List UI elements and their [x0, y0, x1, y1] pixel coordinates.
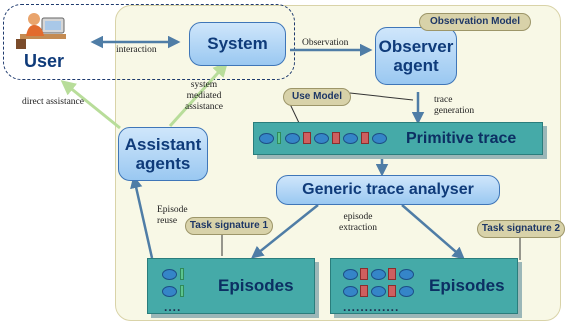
- episode-bar-glyph: [180, 268, 184, 280]
- episode-rect-glyph: [360, 268, 368, 280]
- episode-oval-glyph: [162, 269, 177, 280]
- episode-rect-glyph: [388, 285, 396, 297]
- trace-oval-glyph: [285, 133, 300, 144]
- primitive-trace-panel: Primitive trace: [253, 122, 543, 155]
- direct-assistance-label: direct assistance: [22, 97, 84, 107]
- user-label: User: [24, 51, 65, 71]
- person-at-desk-icon: [14, 8, 70, 50]
- episode-oval-glyph: [399, 286, 414, 297]
- episodes-right-label: Episodes: [429, 276, 505, 295]
- system-mediated-label: system mediated assistance: [185, 80, 223, 112]
- direct-assistance-arrow: [60, 80, 121, 130]
- generic-trace-analyser-node: Generic trace analyser: [276, 175, 500, 205]
- assistant-agents-node: Assistant agents: [118, 127, 208, 181]
- observer-agent-node: Observer agent: [375, 27, 457, 85]
- use-model-link-to-trace: [289, 103, 301, 126]
- task-signature-2-tag: Task signature 2: [477, 220, 565, 238]
- system-node: System: [189, 22, 286, 66]
- episode-bar-glyph: [180, 285, 184, 297]
- analyser-to-episodes-right-arrow: [401, 204, 465, 260]
- episode-oval-glyph: [162, 286, 177, 297]
- user-system-boundary: [3, 4, 295, 80]
- episode-oval-glyph: [343, 269, 358, 280]
- episode-oval-glyph: [343, 286, 358, 297]
- episodes-left-label: Episodes: [218, 276, 294, 295]
- episode-oval-glyph: [399, 269, 414, 280]
- analyser-to-episodes-left-arrow: [251, 204, 319, 259]
- trace-oval-glyph: [343, 133, 358, 144]
- observer-agent-label: Observer agent: [378, 36, 454, 75]
- episodes-left-panel: .... Episodes: [147, 258, 315, 314]
- observation-model-tag: Observation Model: [419, 13, 531, 31]
- episodes-right-panel: ............. Episodes: [330, 258, 518, 314]
- trace-oval-glyph: [314, 133, 329, 144]
- use-model-tag: Use Model: [283, 88, 351, 106]
- episode-extraction-label: episode extraction: [339, 212, 377, 233]
- use-model-link-to-observer: [349, 92, 414, 101]
- primitive-trace-label: Primitive trace: [406, 130, 517, 147]
- trace-oval-glyph: [259, 133, 274, 144]
- episode-oval-glyph: [371, 286, 386, 297]
- trace-rect-glyph: [332, 132, 340, 144]
- episode-reuse-label: Episode reuse: [157, 205, 188, 226]
- trace-bar-glyph: [277, 132, 281, 144]
- episode-reuse-arrow: [130, 175, 154, 259]
- assistant-agents-label: Assistant agents: [124, 134, 202, 173]
- episodes-left-dots: ....: [164, 300, 182, 314]
- episode-rect-glyph: [360, 285, 368, 297]
- task-signature-1-tag: Task signature 1: [185, 217, 273, 235]
- system-mediated-arrow: [168, 61, 229, 128]
- episodes-right-dots: .............: [343, 300, 400, 314]
- episode-rect-glyph: [388, 268, 396, 280]
- trace-oval-glyph: [372, 133, 387, 144]
- trace-generation-label: trace generation: [434, 95, 475, 116]
- observation-label: Observation: [302, 38, 349, 48]
- interaction-label: interaction: [116, 45, 157, 55]
- trace-rect-glyph: [303, 132, 311, 144]
- episode-oval-glyph: [371, 269, 386, 280]
- trace-rect-glyph: [361, 132, 369, 144]
